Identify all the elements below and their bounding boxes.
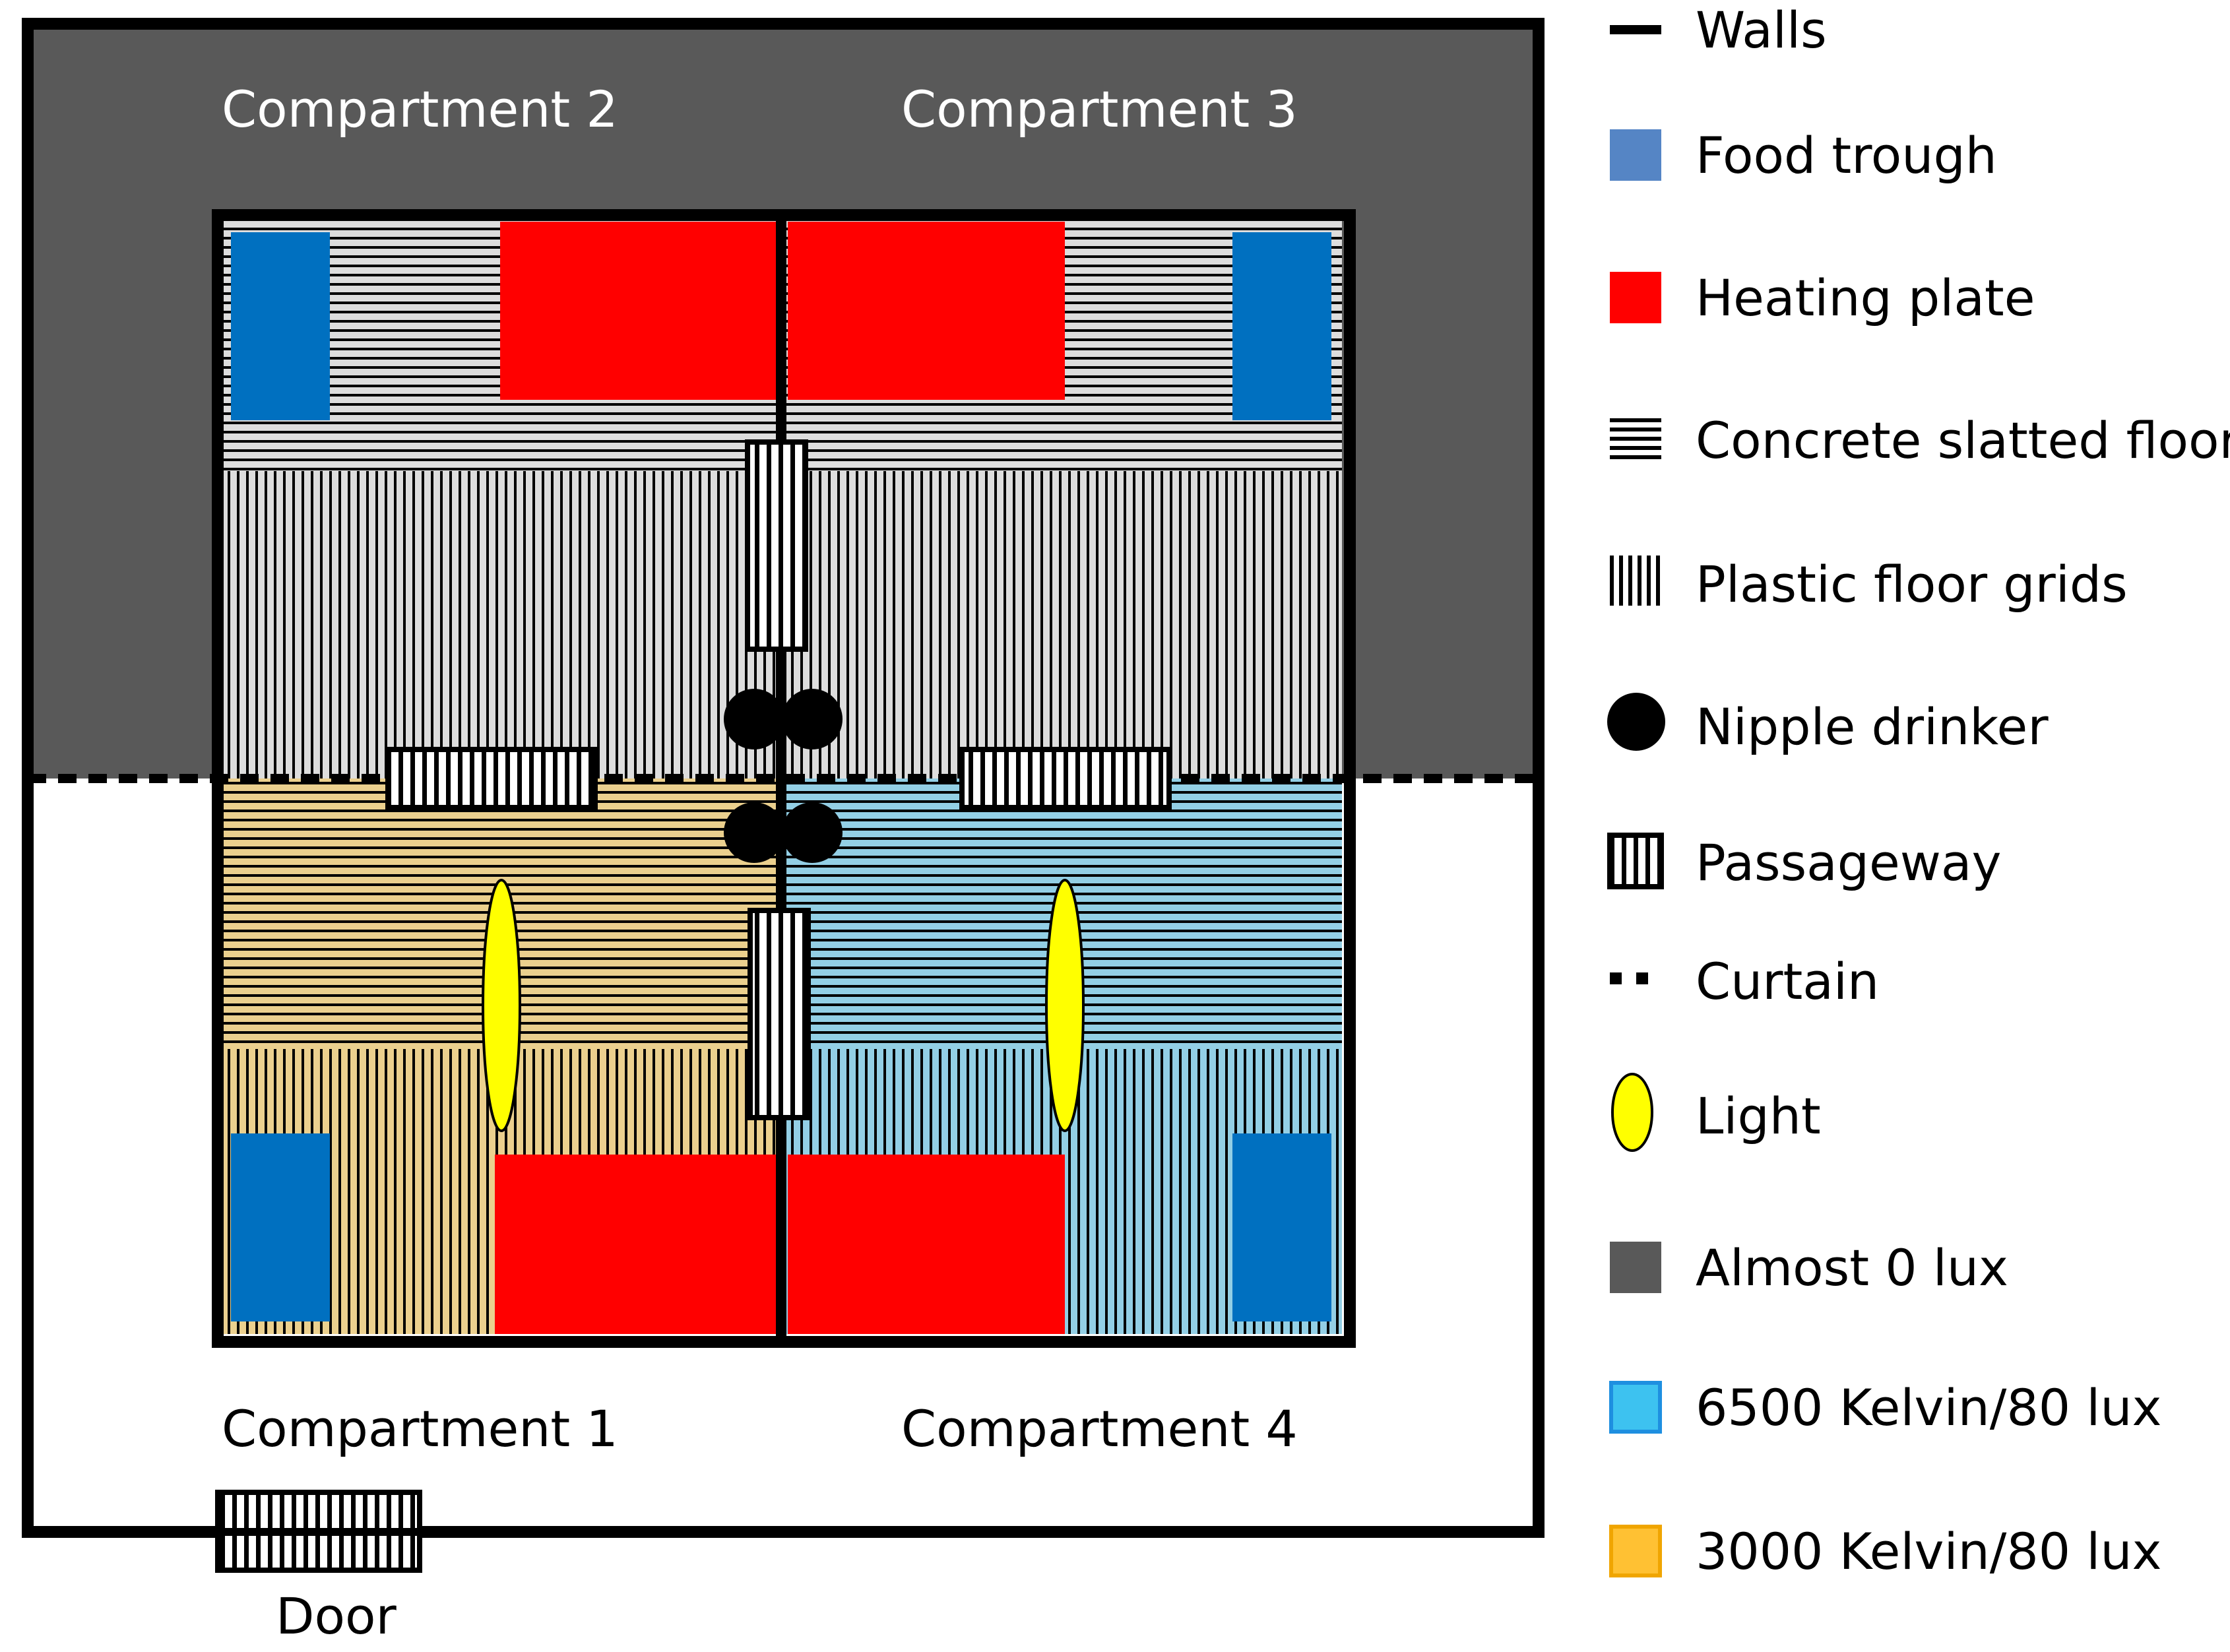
food-trough-2: [231, 232, 330, 420]
passageway-bottom-center: [748, 908, 811, 1120]
yellow-ellipse-icon: [1611, 1073, 1653, 1152]
label-compartment-4: Compartment 4: [901, 1399, 1298, 1458]
light-compartment-4: [1045, 879, 1085, 1132]
heating-plate-swatch: [1610, 272, 1661, 323]
light-blue-swatch: [1609, 1381, 1662, 1434]
label-door: Door: [276, 1587, 397, 1645]
nipple-drinker: [724, 689, 784, 749]
wall-line-icon: [1610, 25, 1661, 34]
legend-label: Passageway: [1696, 833, 2001, 892]
legend-label: Almost 0 lux: [1696, 1238, 2008, 1297]
legend: Walls Food trough Heating plate Concrete…: [1607, 1, 2230, 1581]
food-trough-1: [231, 1133, 330, 1321]
food-trough-3: [1232, 232, 1331, 420]
heating-plate-3: [788, 222, 1065, 400]
nipple-drinker: [724, 802, 784, 863]
dashed-line-icon: [1610, 972, 1648, 984]
legend-label: Curtain: [1696, 952, 1879, 1011]
nipple-drinker: [782, 802, 843, 863]
legend-label: Heating plate: [1696, 269, 2035, 327]
horizontal-stripes-icon: [1610, 418, 1661, 459]
legend-label: 3000 Kelvin/80 lux: [1696, 1522, 2162, 1581]
vertical-stripes-icon: [1610, 556, 1660, 606]
food-trough-swatch: [1610, 129, 1661, 181]
legend-label: 6500 Kelvin/80 lux: [1696, 1378, 2162, 1437]
passageway-icon: [1607, 833, 1664, 889]
legend-label: Walls: [1696, 1, 1827, 59]
heating-plate-2: [500, 222, 777, 400]
food-trough-4: [1232, 1133, 1331, 1321]
passageway-right-curtain: [959, 747, 1172, 810]
nipple-drinker: [782, 689, 843, 749]
label-compartment-3: Compartment 3: [901, 80, 1298, 139]
legend-label: Food trough: [1696, 126, 1997, 185]
heating-plate-4: [788, 1155, 1065, 1334]
passageway-top-center: [745, 439, 808, 652]
passageway-left-curtain: [385, 747, 598, 810]
legend-label: Concrete slatted floor: [1696, 411, 2230, 470]
dark-gray-swatch: [1610, 1242, 1661, 1293]
orange-swatch: [1609, 1525, 1662, 1577]
legend-label: Light: [1696, 1087, 1821, 1145]
label-compartment-2: Compartment 2: [222, 80, 618, 139]
black-circle-icon: [1607, 693, 1665, 751]
outer-walls: [22, 18, 1545, 1538]
legend-label: Plastic floor grids: [1696, 555, 2128, 614]
label-compartment-1: Compartment 1: [222, 1399, 618, 1458]
light-compartment-1: [482, 879, 521, 1132]
legend-label: Nipple drinker: [1696, 697, 2049, 756]
heating-plate-1: [495, 1155, 777, 1334]
